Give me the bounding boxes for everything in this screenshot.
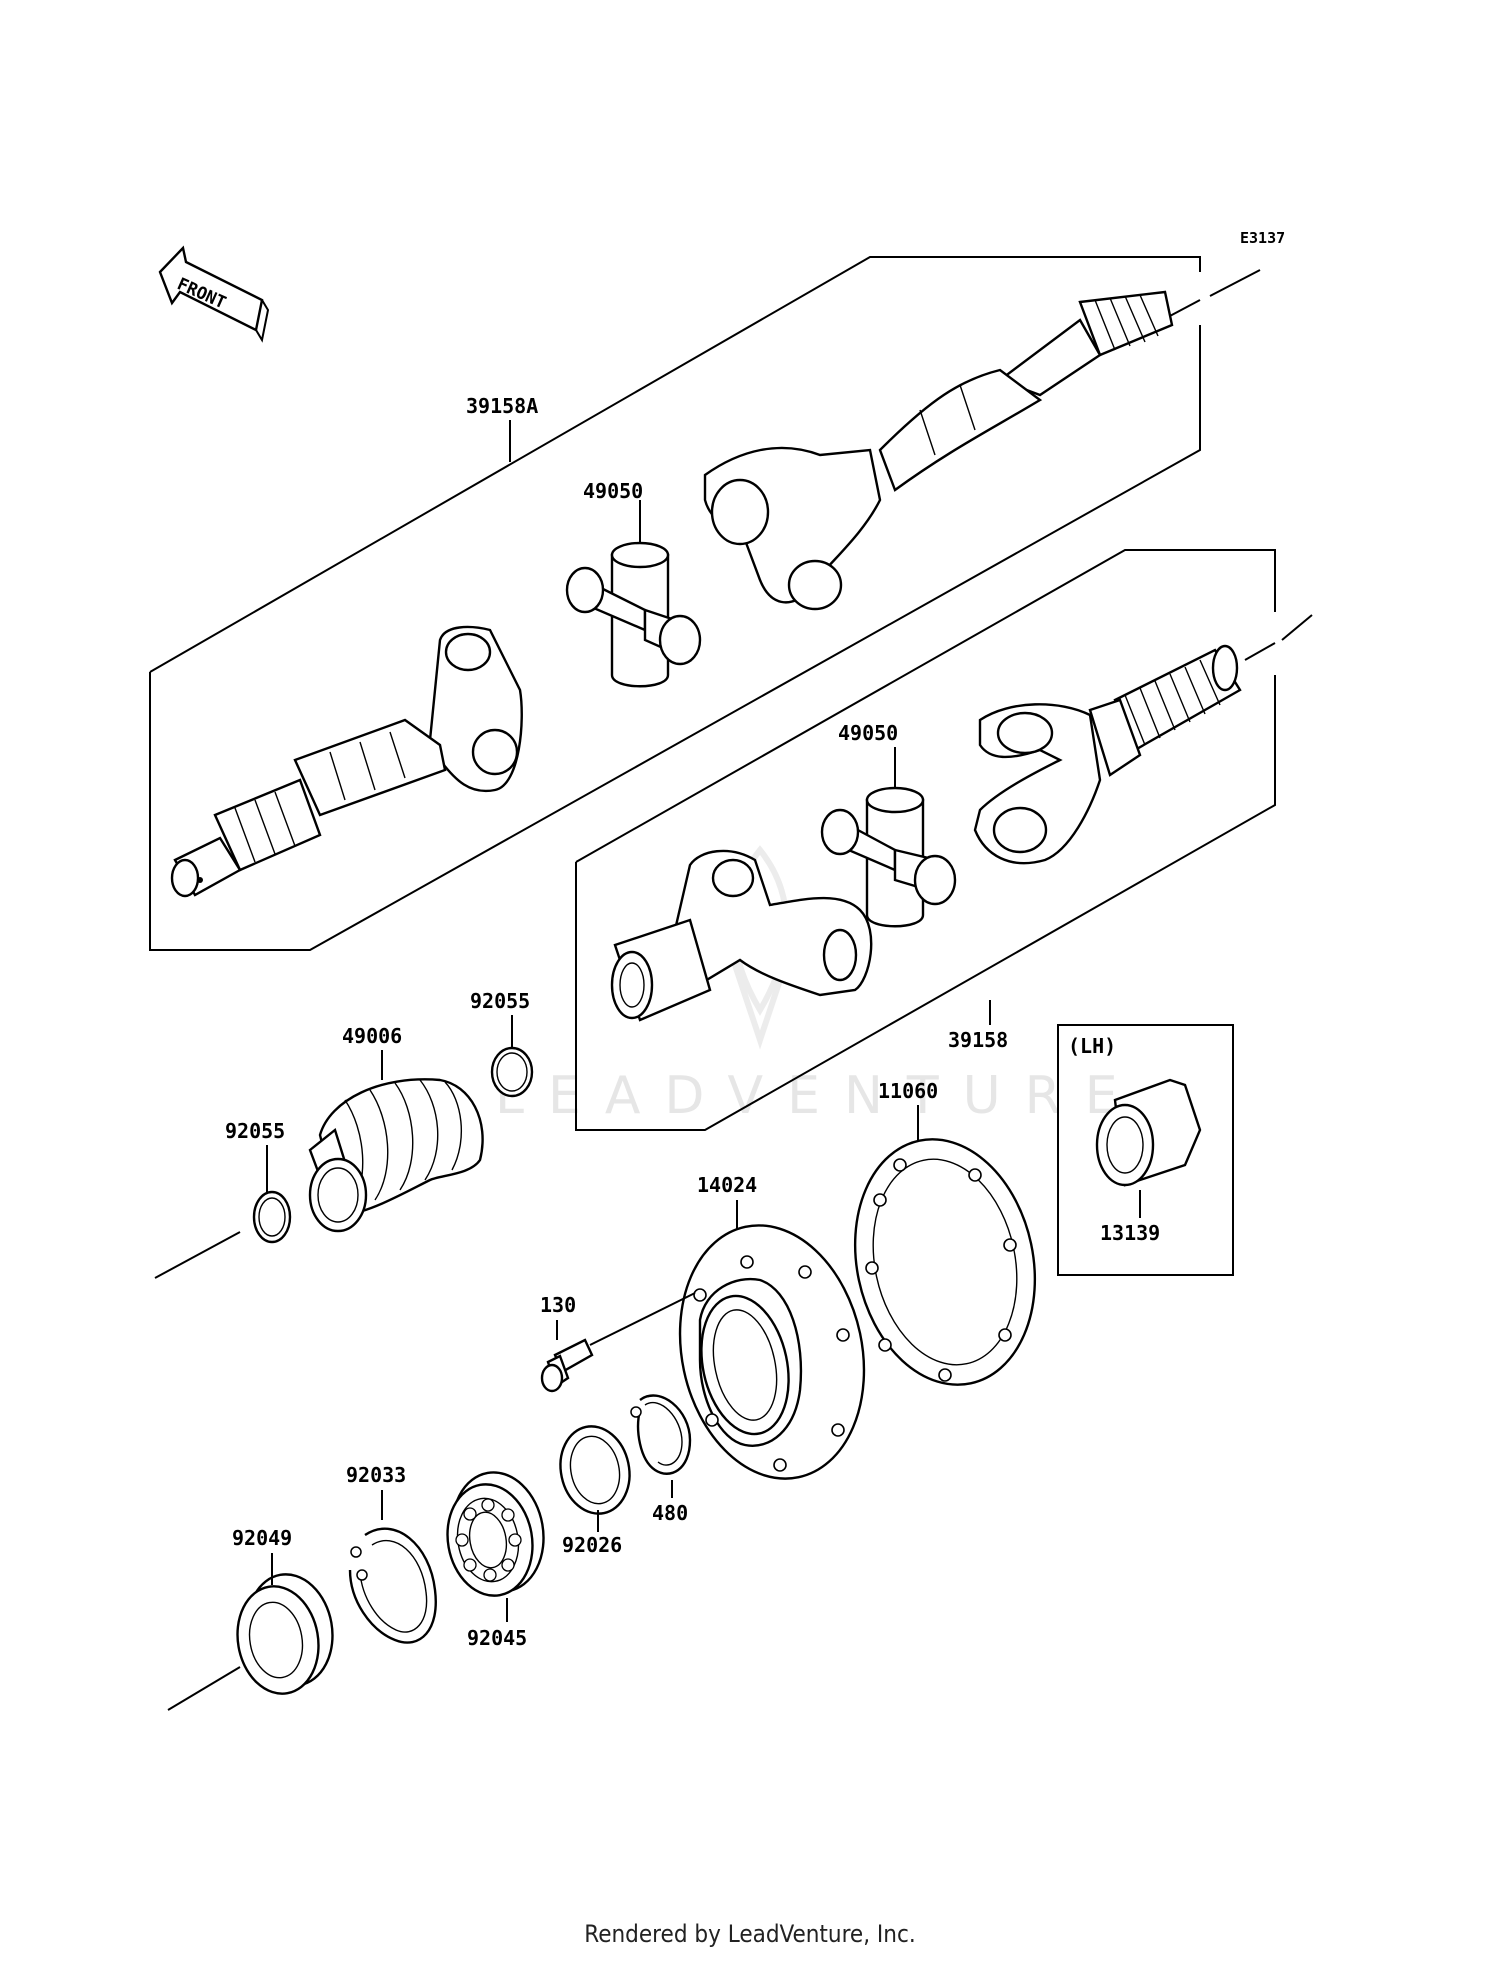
- footer-credit: Rendered by LeadVenture, Inc.: [584, 1920, 916, 1948]
- shaft-assembly-rear: 39158 49050: [575, 549, 1313, 1131]
- label-39158: 39158: [948, 1028, 1008, 1052]
- gasket: 11060: [853, 1079, 1037, 1386]
- universal-joint-upper: [565, 500, 702, 688]
- lh-label: (LH): [1068, 1034, 1116, 1058]
- label-49006: 49006: [342, 1024, 402, 1048]
- lh-inset: (LH) 13139: [1057, 1024, 1234, 1276]
- label-11060: 11060: [878, 1079, 938, 1103]
- boot: 49006: [308, 1024, 484, 1233]
- watermark: LEADVENTURE: [495, 1066, 1142, 1126]
- label-13139: 13139: [1100, 1221, 1160, 1245]
- o-ring-left: 92055: [154, 1119, 292, 1279]
- rear-lower-yoke: [610, 849, 873, 1022]
- diagram-code: E3137: [1240, 229, 1285, 247]
- shaft-assembly-front: 39158A 49050: [149, 256, 1261, 951]
- label-14024: 14024: [697, 1173, 757, 1197]
- label-49050-lower: 49050: [838, 721, 898, 745]
- label-92055-upper: 92055: [470, 989, 530, 1013]
- label-92033: 92033: [346, 1463, 406, 1487]
- bearing: 92045: [446, 1471, 545, 1650]
- upper-shaft: [703, 290, 1174, 611]
- housing: 14024: [678, 1173, 866, 1480]
- o-ring-upper: 92055: [470, 989, 534, 1098]
- label-92026: 92026: [562, 1533, 622, 1557]
- bolt: 130: [540, 1292, 696, 1393]
- shim: 92026: [559, 1425, 631, 1557]
- rear-upper-shaft: [973, 644, 1242, 865]
- lower-shaft: [170, 625, 523, 898]
- label-92049: 92049: [232, 1526, 292, 1550]
- snap-ring: 92033: [346, 1463, 437, 1644]
- label-480: 480: [652, 1501, 688, 1525]
- label-92045: 92045: [467, 1626, 527, 1650]
- label-39158a: 39158A: [466, 394, 538, 418]
- label-49050-upper: 49050: [583, 479, 643, 503]
- universal-joint-lower: [820, 747, 957, 928]
- label-130: 130: [540, 1293, 576, 1317]
- circlip-small: 480: [630, 1394, 692, 1525]
- oil-seal: 92049: [167, 1526, 334, 1711]
- label-92055-left: 92055: [225, 1119, 285, 1143]
- front-arrow-icon: FRONT: [158, 245, 270, 343]
